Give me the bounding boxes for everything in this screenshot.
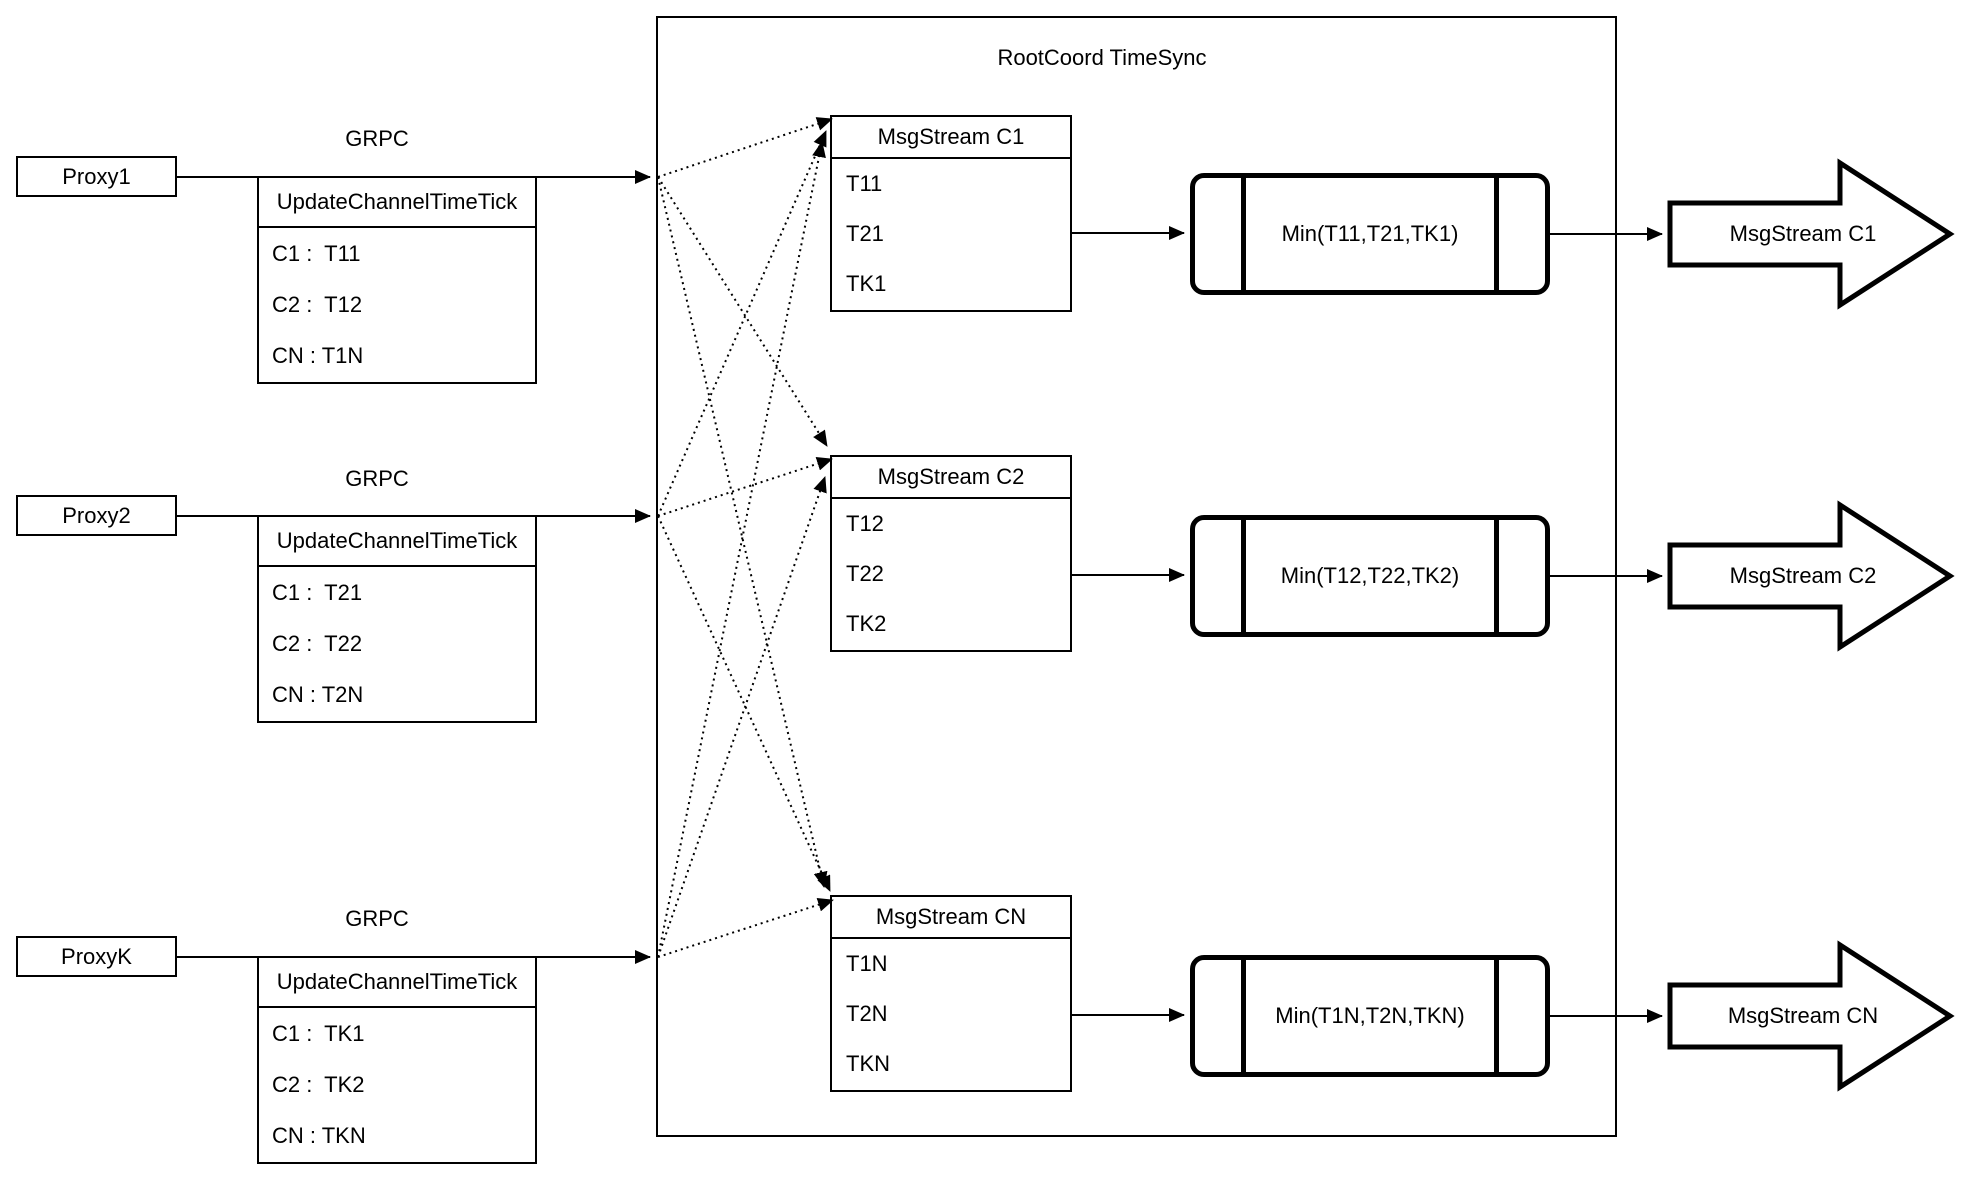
timetick-table-2-header: UpdateChannelTimeTick — [259, 517, 535, 567]
min-box-divider — [1494, 178, 1499, 290]
timetick-table-1: UpdateChannelTimeTick C1 : T11 C2 : T12 … — [257, 176, 537, 384]
proxy1-box: Proxy1 — [16, 156, 177, 197]
proxy2-label: Proxy2 — [62, 502, 131, 528]
timestamp-row: T11 — [846, 171, 883, 196]
min-label-c2: Min(T12,T22,TK2) — [1280, 563, 1460, 588]
grpc-label-3: GRPC — [345, 906, 409, 931]
min-box-cn: Min(T1N,T2N,TKN) — [1190, 955, 1550, 1077]
timestamp-row: T22 — [846, 561, 884, 586]
timetick-row: CN : TKN — [272, 1122, 366, 1148]
msgstream-box-cn-header: MsgStream CN — [832, 897, 1070, 939]
grpc-label-1: GRPC — [345, 126, 409, 151]
grpc-label-2: GRPC — [345, 466, 409, 491]
timetick-row: C2 : TK2 — [272, 1071, 365, 1097]
timestamp-row: TK1 — [846, 271, 887, 296]
timetick-row: C1 : T11 — [272, 240, 361, 266]
timestamp-row: TK2 — [846, 611, 887, 636]
min-label-c1: Min(T11,T21,TK1) — [1281, 221, 1459, 246]
output-arrow-label-cn: MsgStream CN — [1727, 1003, 1879, 1028]
min-box-c2: Min(T12,T22,TK2) — [1190, 515, 1550, 637]
proxyk-box: ProxyK — [16, 936, 177, 977]
timetick-row: C2 : T22 — [272, 630, 363, 656]
proxy2-box: Proxy2 — [16, 495, 177, 536]
min-box-divider — [1494, 960, 1499, 1072]
msgstream-box-c2: MsgStream C2 T12 T22 TK2 — [830, 455, 1072, 652]
min-box-divider — [1241, 960, 1246, 1072]
timetick-table-3-header: UpdateChannelTimeTick — [259, 958, 535, 1008]
min-box-divider — [1241, 178, 1246, 290]
timetick-table-3: UpdateChannelTimeTick C1 : TK1 C2 : TK2 … — [257, 956, 537, 1164]
min-label-cn: Min(T1N,T2N,TKN) — [1275, 1003, 1465, 1028]
min-box-divider — [1494, 520, 1499, 632]
timestamp-row: T2N — [846, 1001, 888, 1026]
proxy1-label: Proxy1 — [62, 163, 131, 189]
output-arrow-label-c2: MsgStream C2 — [1729, 563, 1877, 588]
timetick-row: CN : T2N — [272, 681, 364, 707]
output-arrow-label-c1: MsgStream C1 — [1729, 221, 1877, 246]
timetick-table-2: UpdateChannelTimeTick C1 : T21 C2 : T22 … — [257, 515, 537, 723]
min-box-c1: Min(T11,T21,TK1) — [1190, 173, 1550, 295]
rootcoord-title: RootCoord TimeSync — [997, 45, 1207, 70]
timetick-table-1-header: UpdateChannelTimeTick — [259, 178, 535, 228]
msgstream-box-cn: MsgStream CN T1N T2N TKN — [830, 895, 1072, 1092]
timetick-row: C1 : TK1 — [272, 1020, 365, 1046]
msgstream-box-c1-header: MsgStream C1 — [832, 117, 1070, 159]
timestamp-row: T21 — [846, 221, 884, 246]
timestamp-row: T12 — [846, 511, 884, 536]
timetick-row: CN : T1N — [272, 342, 364, 368]
timestamp-row: T1N — [846, 951, 888, 976]
msgstream-box-c1: MsgStream C1 T11 T21 TK1 — [830, 115, 1072, 312]
timetick-row: C1 : T21 — [272, 579, 363, 605]
min-box-divider — [1241, 520, 1246, 632]
timestamp-row: TKN — [846, 1051, 890, 1076]
msgstream-box-c2-header: MsgStream C2 — [832, 457, 1070, 499]
timetick-row: C2 : T12 — [272, 291, 363, 317]
proxyk-label: ProxyK — [61, 943, 132, 969]
